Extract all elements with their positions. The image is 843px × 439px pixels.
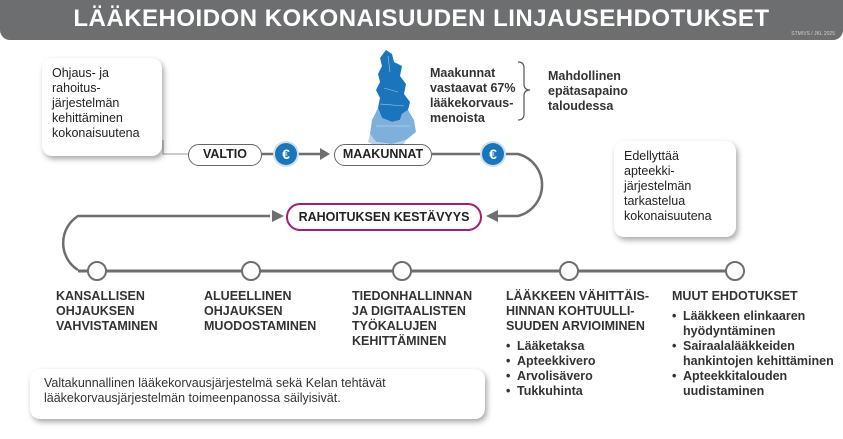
- maakunnat-pill: MAAKUNNAT: [334, 144, 432, 166]
- arrowhead-rahoitus-left: [272, 210, 284, 222]
- finland-map-icon: [368, 50, 416, 148]
- map-note: Maakunnat vastaavat 67% lääkekorvaus- me…: [430, 66, 516, 125]
- rahoitus-pill: RAHOITUKSEN KESTÄVYYS: [286, 203, 482, 231]
- list-item: Apteekkitalouden uudistaminen: [672, 369, 837, 399]
- milestone-node-4: [559, 261, 579, 281]
- milestone-4-bullets: Lääketaksa Apteekkivero Arvolisävero Tuk…: [506, 339, 666, 399]
- milestone-node-2: [241, 261, 261, 281]
- milestone-node-3: [392, 261, 412, 281]
- callout-right: Edellyttää apteekki- järjestelmän tarkas…: [614, 141, 736, 237]
- milestone-2: ALUEELLINEN OHJAUKSEN MUODOSTAMINEN: [204, 289, 317, 333]
- milestone-node-1: [87, 261, 107, 281]
- left-loop-line: [61, 214, 270, 272]
- list-item: Lääkkeen elinkaaren hyödyntäminen: [672, 309, 837, 339]
- credit-text: STM/VS / JKL 2025: [791, 31, 835, 37]
- arrowhead-rahoitus-right: [486, 210, 498, 222]
- list-item: Lääketaksa: [506, 339, 666, 354]
- page-title: LÄÄKEHOIDON KOKONAISUUDEN LINJAUSEHDOTUK…: [73, 5, 770, 32]
- callout-left-connector: [162, 140, 190, 155]
- milestone-5: MUUT EHDOTUKSET Lääkkeen elinkaaren hyöd…: [672, 289, 837, 399]
- right-loop-line: [498, 152, 544, 218]
- list-item: Arvolisävero: [506, 369, 666, 384]
- title-bar: [0, 0, 843, 40]
- milestone-1: KANSALLISEN OHJAUKSEN VAHVISTAMINEN: [56, 289, 158, 333]
- milestone-node-5: [725, 261, 745, 281]
- list-item: Apteekkivero: [506, 354, 666, 369]
- valtio-pill: VALTIO: [188, 144, 262, 166]
- milestone-5-bullets: Lääkkeen elinkaaren hyödyntäminen Sairaa…: [672, 309, 837, 399]
- callout-right-pointer: [722, 236, 738, 260]
- list-item: Sairaalalääkkeiden hankintojen kehittämi…: [672, 339, 837, 369]
- list-item: Tukkuhinta: [506, 384, 666, 399]
- milestone-3: TIEDONHALLINNAN JA DIGITAALISTEN TYÖKALU…: [352, 289, 473, 348]
- callout-left: Ohjaus- ja rahoitus- järjestelmän kehitt…: [42, 58, 162, 156]
- arrowhead-maakunnat: [320, 148, 330, 160]
- euro-icon: €: [482, 143, 504, 165]
- milestone-4: LÄÄKKEEN VÄHITTÄIS- HINNAN KOHTUULLI- SU…: [506, 289, 666, 399]
- bracket-icon: [517, 61, 531, 121]
- bottom-note: Valtakunnallinen lääkekorvausjärjestelmä…: [30, 369, 485, 419]
- imbalance-note: Mahdollinen epätasapaino taloudessa: [548, 69, 628, 113]
- euro-icon: €: [275, 143, 297, 165]
